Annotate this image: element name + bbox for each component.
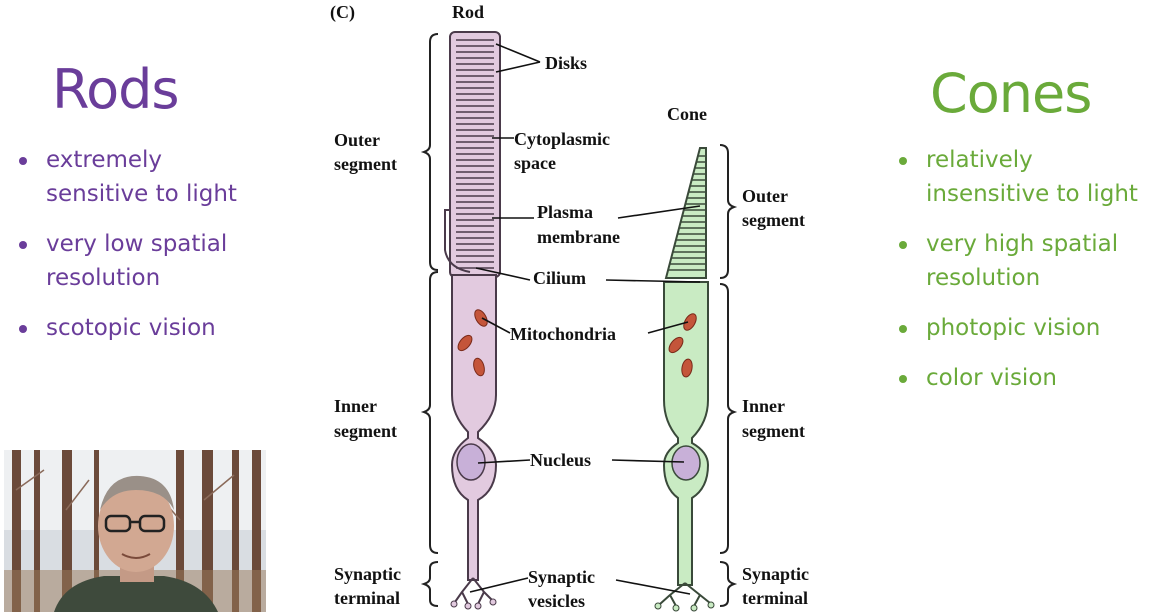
cytoplasmic-space-label: Cytoplasmic xyxy=(514,129,610,149)
rod-nucleus xyxy=(456,443,486,481)
right-synaptic-terminal-label: Synaptic xyxy=(742,564,809,584)
panel-label: (C) xyxy=(330,2,355,23)
svg-text:segment: segment xyxy=(742,210,805,230)
synaptic-vesicles-label: Synaptic xyxy=(528,567,595,587)
plasma-membrane-label: Plasma xyxy=(537,202,593,222)
cones-bullet: color vision xyxy=(896,361,1171,395)
cones-title: Cones xyxy=(930,62,1092,125)
rods-title: Rods xyxy=(52,58,180,121)
leader-lines xyxy=(469,43,701,595)
presenter-video-frame xyxy=(4,450,266,612)
svg-text:terminal: terminal xyxy=(334,588,400,608)
rod-heading: Rod xyxy=(452,2,484,22)
cilium-label: Cilium xyxy=(533,268,586,288)
rod-cell xyxy=(444,31,501,610)
cone-nucleus xyxy=(671,445,701,481)
rods-bullet: scotopic vision xyxy=(16,311,281,345)
disks-label: Disks xyxy=(545,53,587,73)
svg-text:terminal: terminal xyxy=(742,588,808,608)
svg-text:segment: segment xyxy=(742,421,805,441)
cone-cell xyxy=(654,147,715,612)
nucleus-label: Nucleus xyxy=(530,450,591,470)
svg-text:membrane: membrane xyxy=(537,227,620,247)
svg-text:segment: segment xyxy=(334,154,397,174)
right-inner-segment-label: Inner xyxy=(742,396,785,416)
left-synaptic-terminal-label: Synaptic xyxy=(334,564,401,584)
svg-text:space: space xyxy=(514,153,556,173)
cones-bullet: photopic vision xyxy=(896,311,1171,345)
presenter-video xyxy=(4,450,266,612)
mitochondria-label: Mitochondria xyxy=(510,324,616,344)
left-inner-segment-label: Inner xyxy=(334,396,377,416)
right-brackets xyxy=(719,144,738,607)
svg-text:vesicles: vesicles xyxy=(528,591,585,611)
left-outer-segment-label: Outer xyxy=(334,130,380,150)
left-brackets xyxy=(420,33,439,607)
right-outer-segment-label: Outer xyxy=(742,186,788,206)
svg-text:segment: segment xyxy=(334,421,397,441)
cone-heading: Cone xyxy=(667,104,707,124)
